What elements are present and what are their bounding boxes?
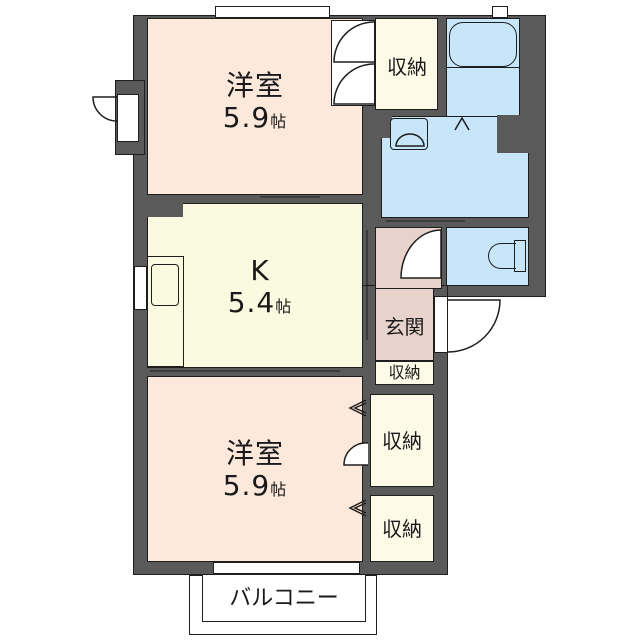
room-name: 洋室 xyxy=(225,69,284,102)
toilet-bowl xyxy=(488,243,516,269)
western-room-north-label: 洋室 5.9帖 xyxy=(200,70,310,138)
room-name: K xyxy=(250,254,270,287)
storage-south-1-label: 収納 xyxy=(382,429,422,453)
front-door-opening[interactable] xyxy=(434,296,448,353)
window-north-room xyxy=(215,6,330,18)
window-kitchen xyxy=(134,266,147,310)
western-room-north xyxy=(147,18,363,195)
entrance-label: 玄関 xyxy=(384,315,425,339)
room-size: 5.9帖 xyxy=(222,469,288,502)
room-size: 5.4帖 xyxy=(227,286,293,319)
side-annex-window xyxy=(117,94,139,142)
bathroom-divider xyxy=(446,67,520,68)
room-name: 洋室 xyxy=(225,437,284,470)
balcony-inner xyxy=(202,575,366,622)
bathtub xyxy=(449,22,517,67)
toilet-tank xyxy=(514,240,526,272)
washroom-wall-notch-right xyxy=(497,115,529,153)
storage-entrance-label: 収納 xyxy=(388,363,421,382)
storage-south-1 xyxy=(370,394,434,487)
western-room-south xyxy=(147,376,363,562)
storage-south-2 xyxy=(370,495,434,562)
washroom-wall-notch-left xyxy=(380,115,392,138)
room-size: 5.9帖 xyxy=(222,101,288,134)
window-bathroom xyxy=(492,6,508,18)
storage-entrance xyxy=(375,361,434,385)
window-balcony xyxy=(213,562,360,574)
kitchen-sink xyxy=(151,264,179,306)
balcony-label: バルコニー xyxy=(229,586,339,611)
storage-south-2-label: 収納 xyxy=(382,517,422,541)
storage-north xyxy=(375,18,438,110)
storage-north-label: 収納 xyxy=(387,55,427,79)
western-room-south-label: 洋室 5.9帖 xyxy=(200,438,310,506)
kitchen-counter xyxy=(147,256,184,367)
entrance xyxy=(375,288,434,361)
kitchen-label: K 5.4帖 xyxy=(205,255,315,323)
